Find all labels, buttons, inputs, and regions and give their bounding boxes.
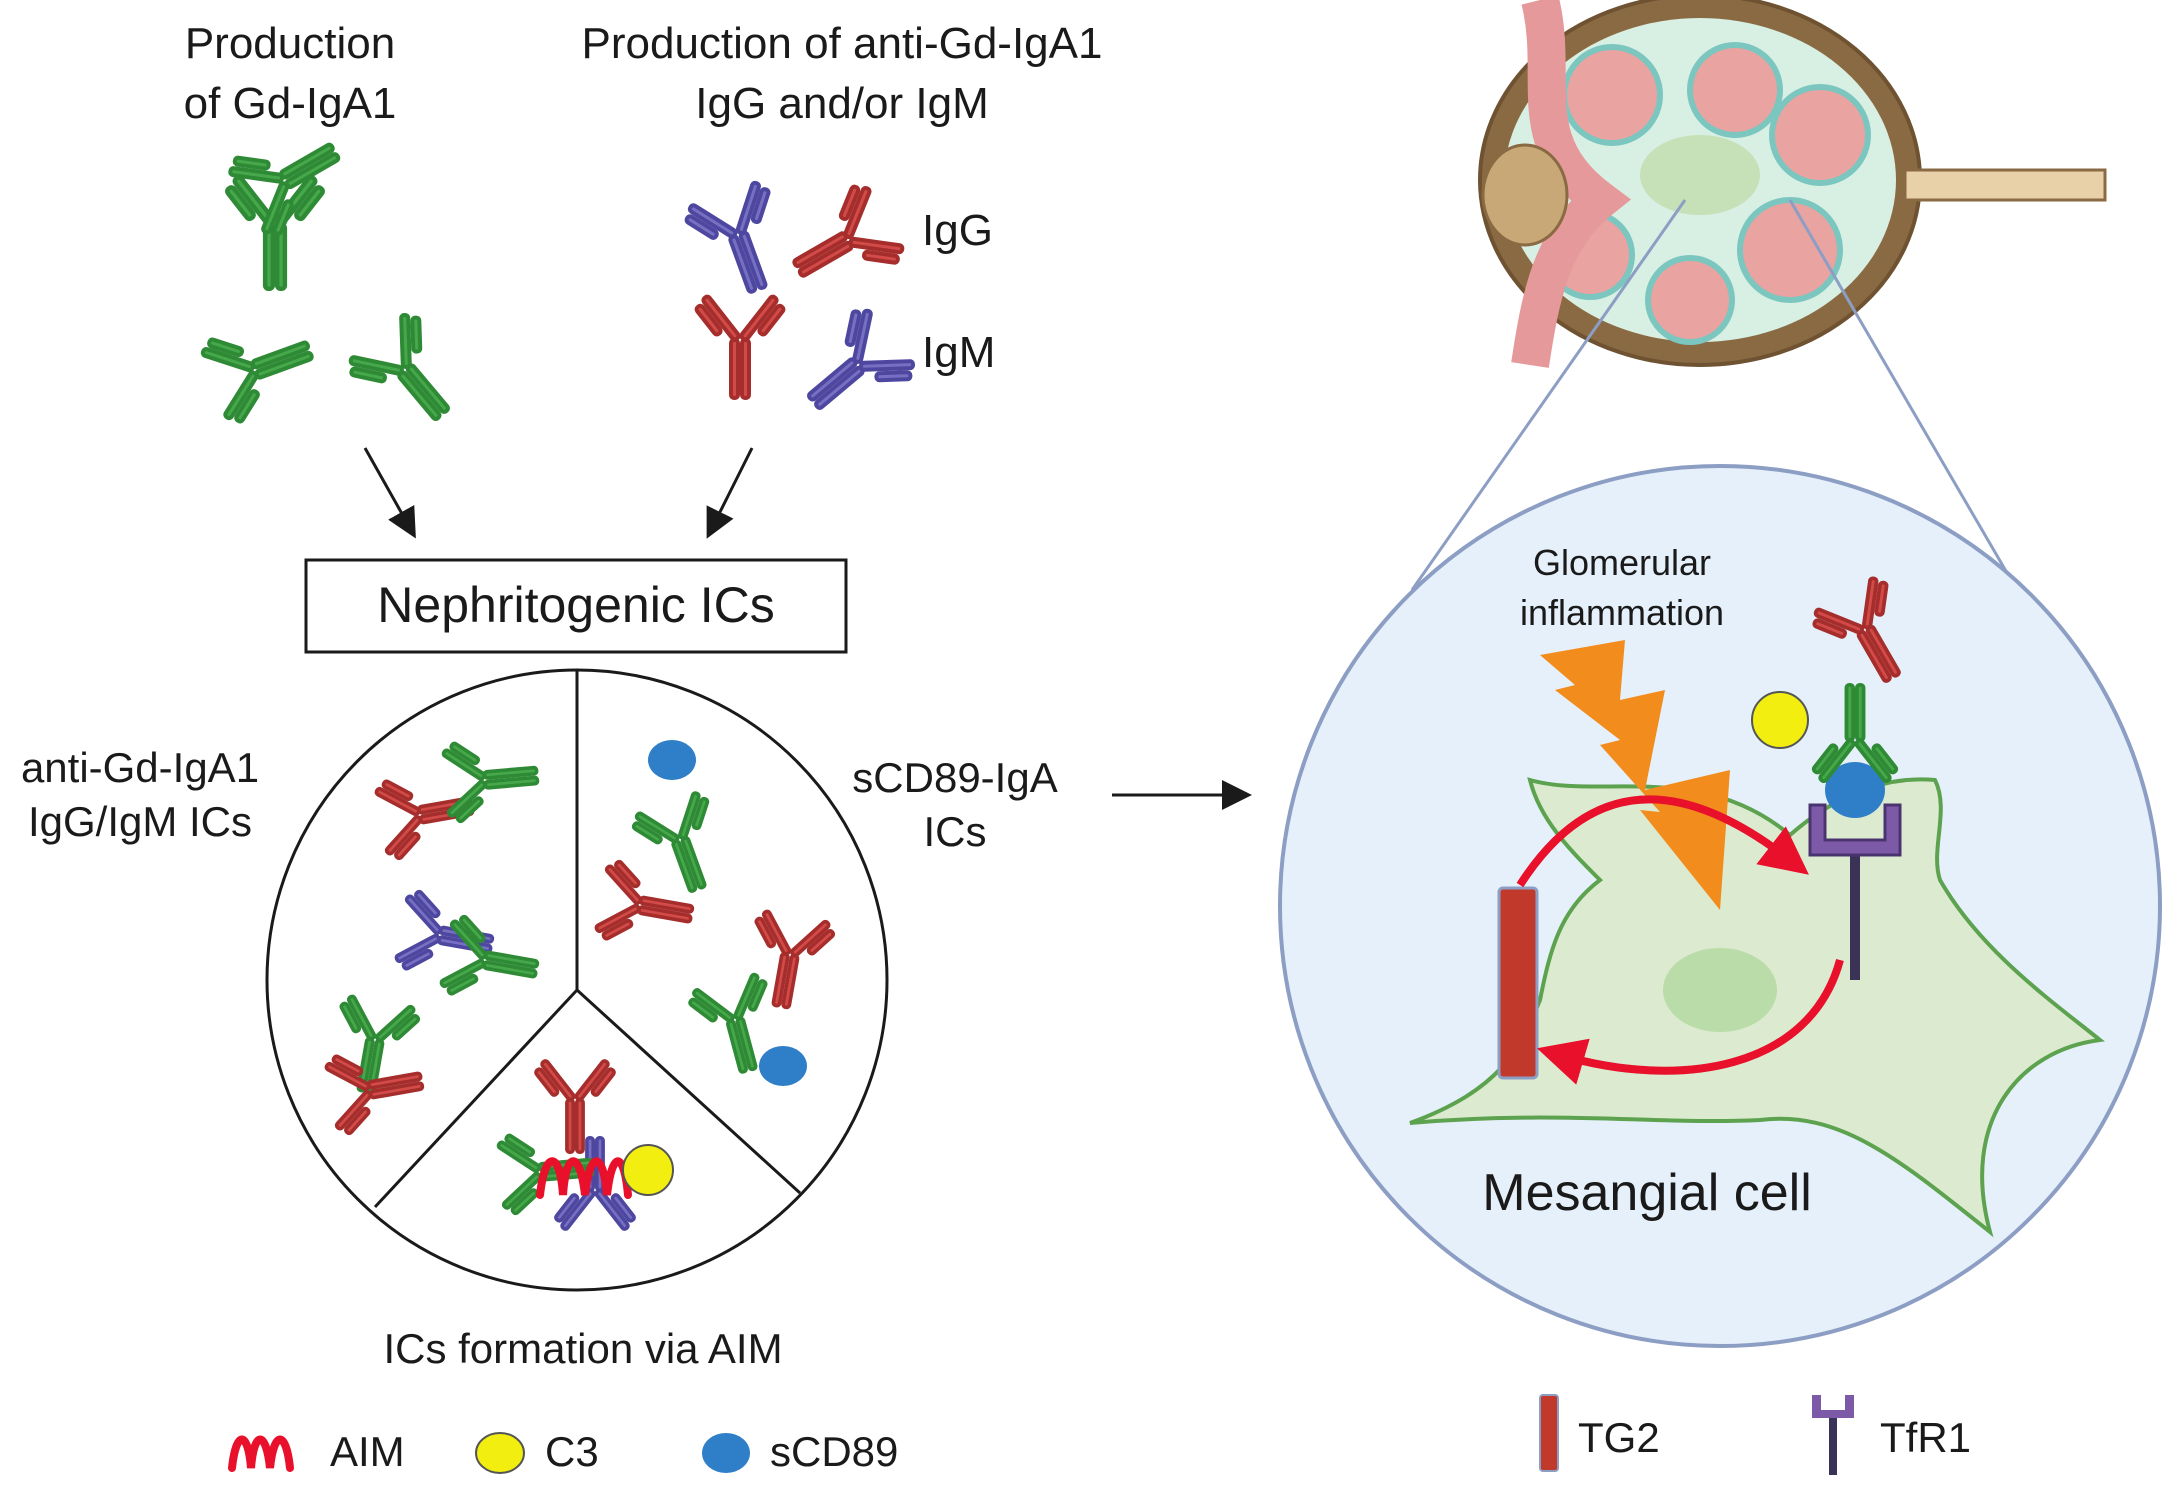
arrow-anti-to-ics (706, 447, 754, 539)
inflammation-bolt-icon (1540, 640, 1730, 910)
legend-tg2-label: TG2 (1578, 1414, 1660, 1461)
aim-legend-icon (228, 1435, 294, 1472)
nucleus (1663, 948, 1777, 1032)
c3-legend-icon (475, 1432, 525, 1474)
iga1-antibody-icon (220, 109, 361, 245)
scd89-bound-icon (1825, 762, 1885, 818)
heading-production-gd-line1: Production (185, 19, 395, 68)
heading-production-anti-line1: Production of anti-Gd-IgA1 (582, 19, 1103, 68)
anti-gd-antibodies (677, 175, 925, 440)
label-igm: IgM (922, 328, 995, 377)
legend-tfr1-label: TfR1 (1880, 1414, 1971, 1461)
tg2-legend-icon (1539, 1394, 1559, 1472)
igg-antibody-icon (772, 175, 912, 312)
igg-antibody-icon (691, 293, 789, 400)
arrow-tfr1-to-tg2 (1536, 958, 1844, 1085)
ics-pie-circle (265, 668, 889, 1292)
tg2-receptor (1497, 886, 1539, 1080)
igm-antibody-icon (677, 175, 804, 308)
heading-production-anti-line2: IgG and/or IgM (695, 79, 988, 128)
scd89-icon (759, 1046, 807, 1086)
label-scd89-ics-line2: ICs (924, 808, 987, 855)
tfr1-receptor (1808, 803, 1902, 980)
label-mesangial: Mesangial cell (1482, 1164, 1812, 1222)
legend-right: TG2 TfR1 (1539, 1394, 1971, 1475)
zoom-line-left (1410, 199, 1687, 591)
heading-production-gd-line2: of Gd-IgA1 (184, 79, 397, 128)
c3-icon (622, 1144, 674, 1196)
label-glomerular-line2: inflammation (1520, 592, 1724, 633)
label-anti-ics-line2: IgG/IgM ICs (28, 798, 252, 845)
nephritogenic-box (304, 558, 848, 654)
arrow-tg2-to-tfr1 (1516, 795, 1809, 888)
label-aim-formation: ICs formation via AIM (383, 1325, 782, 1372)
scd89-icon (648, 740, 696, 780)
label-nephritogenic: Nephritogenic ICs (377, 577, 774, 633)
iga1-antibody-icon (195, 304, 328, 431)
label-anti-ics-line1: anti-Gd-IgA1 (21, 744, 259, 791)
igm-antibody-icon (781, 298, 925, 440)
legend-left: AIM C3 sCD89 (228, 1428, 898, 1475)
tfr1-legend-icon (1812, 1395, 1854, 1475)
label-glomerular-line1: Glomerular (1533, 542, 1711, 583)
iga1-antibody-icon (338, 303, 480, 447)
zoom-line-right (1788, 199, 2012, 579)
label-igg: IgG (922, 206, 993, 255)
aim-icon (536, 1157, 632, 1199)
glomerulus-illustration (1478, 0, 2107, 368)
scd89-legend-icon (702, 1433, 750, 1473)
legend-scd89-label: sCD89 (770, 1428, 898, 1475)
legend-aim-label: AIM (330, 1428, 405, 1475)
label-scd89-ics-line1: sCD89-IgA (852, 754, 1057, 801)
legend-c3-label: C3 (545, 1428, 599, 1475)
c3-bound-icon (1751, 691, 1809, 749)
gd-iga1-antibodies (195, 109, 480, 447)
arrow-gd-to-ics (363, 447, 416, 539)
